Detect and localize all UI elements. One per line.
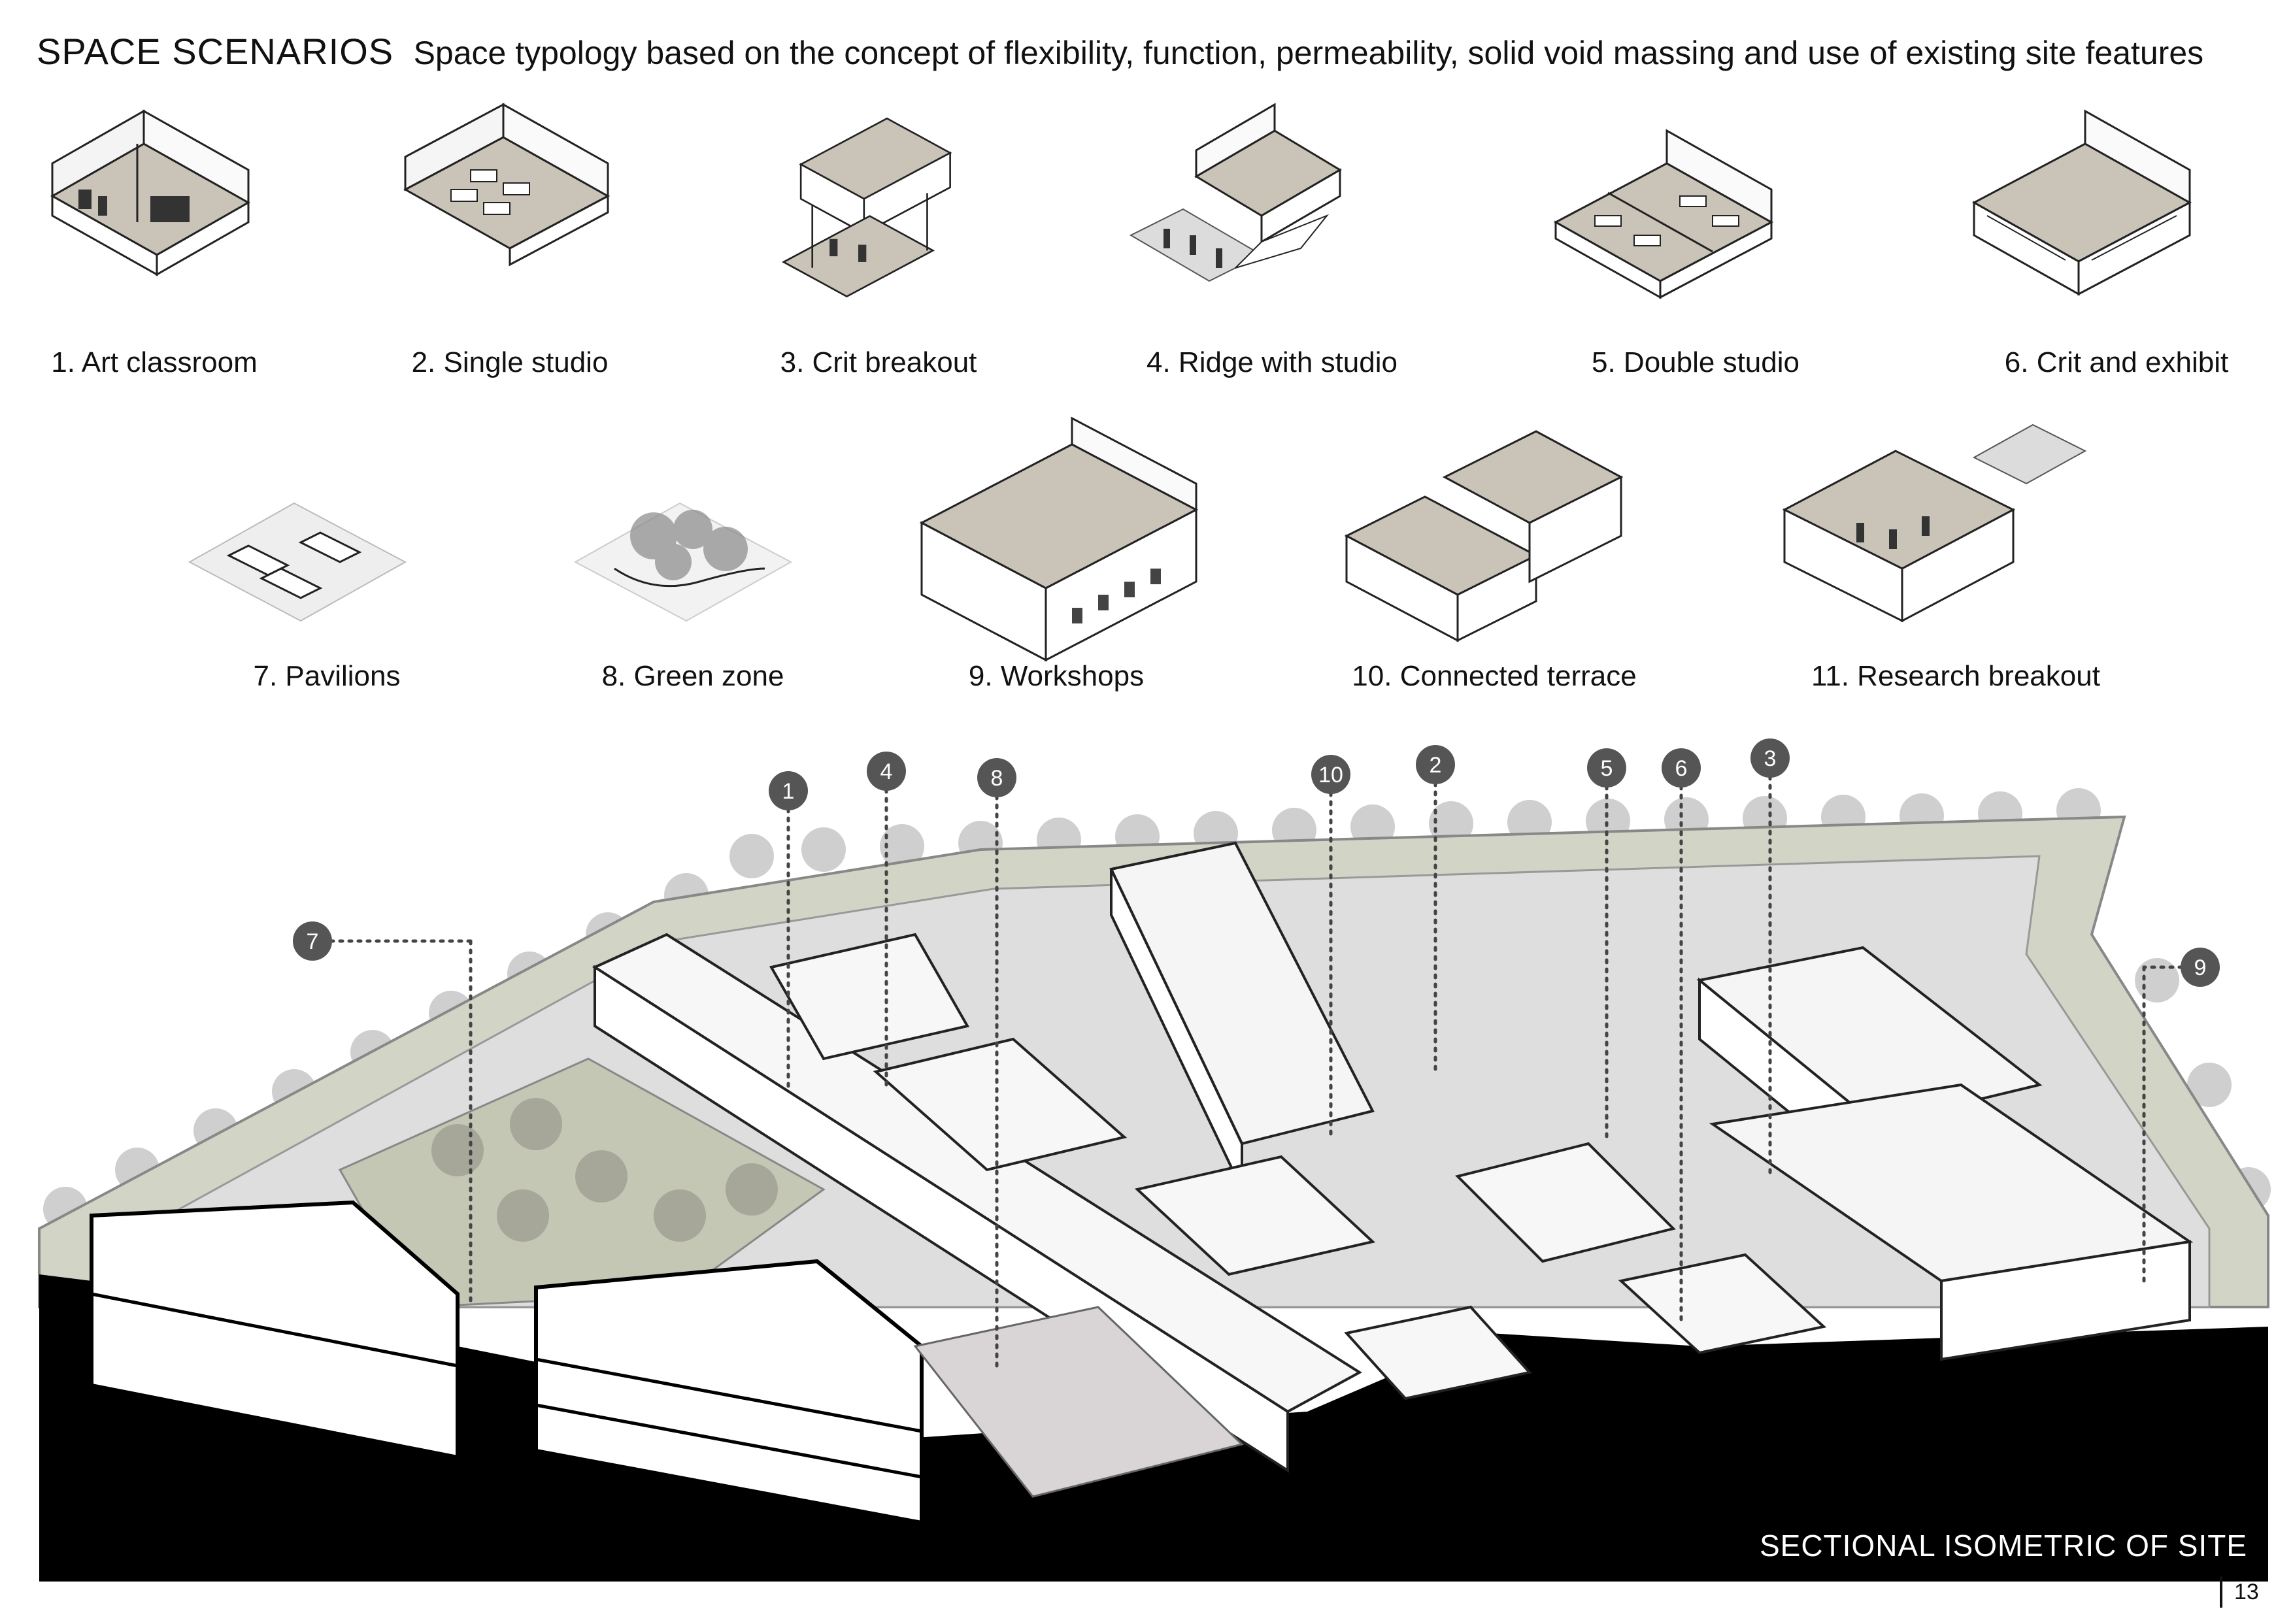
site-marker-number: 8	[991, 766, 1003, 791]
site-marker-number: 3	[1764, 746, 1777, 771]
page-subtitle: Space typology based on the concept of f…	[413, 35, 2204, 71]
site-marker-circle	[1416, 745, 1455, 784]
site-marker-circle	[2181, 948, 2220, 987]
page-number: 13	[2220, 1576, 2259, 1608]
site-marker-circle	[769, 771, 808, 810]
scenario-11-illustration	[1778, 423, 2092, 673]
scenario-5-illustration	[1553, 124, 1774, 314]
site-marker-2: 2	[1416, 745, 1455, 1074]
scenario-2-caption: 2. Single studio	[411, 346, 609, 378]
scenario-7-caption: 7. Pavilions	[253, 660, 401, 692]
scenario-2-illustration	[399, 103, 614, 314]
site-marker-10: 10	[1311, 755, 1350, 1139]
site-marker-number: 4	[880, 759, 893, 784]
site-marker-circle	[1311, 755, 1350, 794]
scenario-8-illustration	[573, 471, 793, 660]
site-marker-number: 1	[782, 779, 795, 804]
scenario-10-caption: 10. Connected terrace	[1352, 660, 1637, 692]
scenario-10-illustration	[1340, 430, 1628, 673]
site-marker-6: 6	[1662, 748, 1701, 1322]
site-marker-number: 10	[1318, 763, 1343, 787]
site-marker-circle	[867, 752, 906, 791]
scenario-8-caption: 8. Green zone	[601, 660, 784, 692]
site-marker-3: 3	[1750, 738, 1790, 1178]
scenario-9-illustration	[915, 416, 1203, 673]
site-marker-circle	[977, 758, 1016, 797]
site-marker-circle	[293, 921, 332, 961]
site-marker-number: 7	[307, 929, 319, 954]
site-marker-4: 4	[867, 752, 906, 1087]
scenario-4-caption: 4. Ridge with studio	[1146, 346, 1398, 378]
site-marker-circle	[1587, 748, 1626, 787]
site-marker-7: 7	[293, 921, 473, 1309]
scenario-4-illustration	[1129, 103, 1347, 314]
scenario-6-caption: 6. Crit and exhibit	[2004, 346, 2229, 378]
scenario-1-caption: 1. Art classroom	[51, 346, 258, 378]
site-marker-8: 8	[977, 758, 1016, 1374]
page-header: SPACE SCENARIOS Space typology based on …	[37, 30, 2259, 73]
site-marker-number: 2	[1430, 753, 1442, 778]
scenario-3-caption: 3. Crit breakout	[780, 346, 977, 378]
site-marker-number: 6	[1675, 756, 1688, 781]
site-marker-circle	[1750, 738, 1790, 778]
site-marker-number: 5	[1601, 756, 1613, 781]
scenario-9-caption: 9. Workshops	[968, 660, 1145, 692]
page-title: SPACE SCENARIOS	[37, 31, 394, 72]
section-cut-building	[90, 1200, 924, 1525]
scenario-3-illustration	[765, 117, 980, 314]
site-marker-1: 1	[769, 771, 808, 1093]
site-marker-5: 5	[1587, 748, 1626, 1139]
scenario-1-illustration	[39, 109, 255, 314]
site-marker-9: 9	[2142, 948, 2220, 1283]
marker-layer: 1 4 8 10 2 5 6 3 7 9	[293, 738, 2220, 1374]
scenario-5-caption: 5. Double studio	[1592, 346, 1799, 378]
scenario-7-illustration	[188, 471, 407, 660]
site-marker-number: 9	[2194, 955, 2207, 980]
scenario-11-caption: 11. Research breakout	[1811, 660, 2100, 692]
lawn-trees	[431, 1098, 778, 1242]
site-diagram-title: SECTIONAL ISOMETRIC OF SITE	[1759, 1529, 2247, 1563]
scenario-6-illustration	[1971, 109, 2192, 314]
site-marker-circle	[1662, 748, 1701, 787]
sectional-isometric-site-diagram: 1 4 8 10 2 5 6 3 7 9	[0, 719, 2293, 1621]
